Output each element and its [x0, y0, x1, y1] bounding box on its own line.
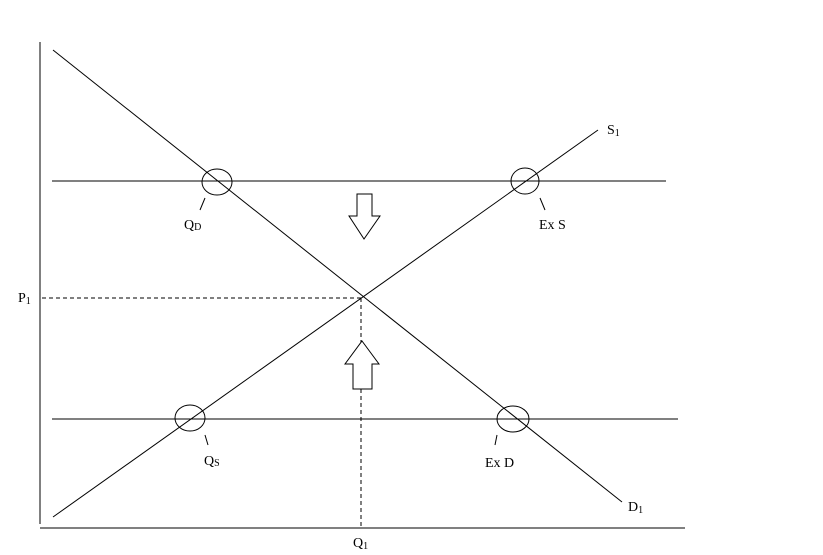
qs-leader: [204, 434, 209, 446]
excess-demand-label: Ex D: [485, 456, 514, 471]
demand-label: D1: [628, 500, 643, 516]
arrow-up-icon: [344, 340, 380, 390]
quantity-label: Q1: [353, 536, 368, 552]
price-label: P1: [18, 291, 31, 307]
demand-curve: [52, 49, 623, 503]
arrow-down-icon: [348, 193, 381, 240]
ex-d-circle: [496, 405, 530, 433]
supply-label: S1: [607, 123, 620, 139]
qs-circle: [174, 404, 206, 432]
supply-curve: [52, 129, 599, 518]
qs-label: QS: [204, 454, 220, 469]
qd-leader: [199, 197, 206, 211]
ex-d-leader: [494, 434, 498, 446]
qd-label: QD: [184, 218, 201, 233]
ex-s-leader: [539, 197, 546, 211]
excess-supply-label: Ex S: [539, 218, 566, 233]
ex-s-circle: [510, 167, 540, 195]
qd-circle: [201, 168, 233, 196]
